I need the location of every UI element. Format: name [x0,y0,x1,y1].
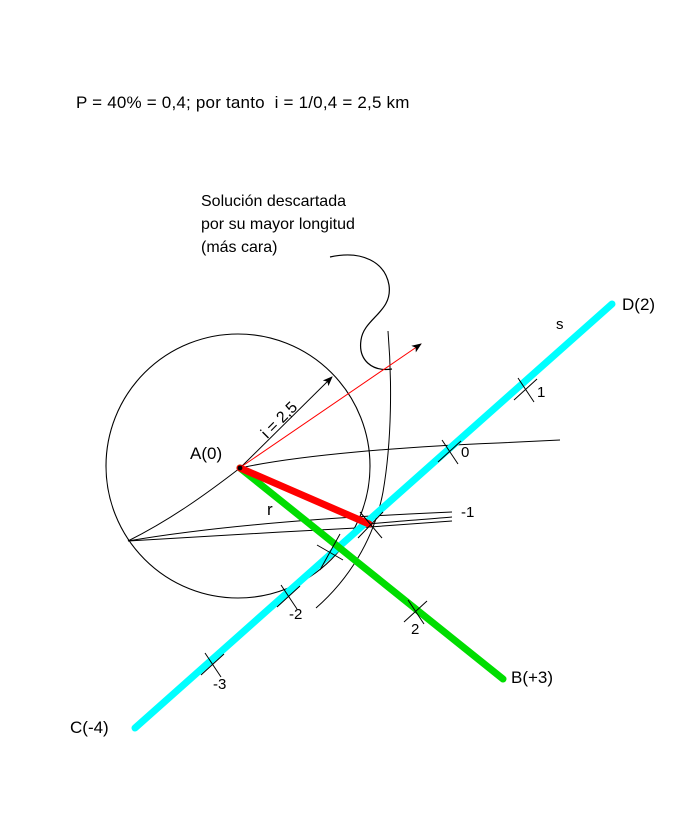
contour-line-0 [239,439,561,469]
tick-label-two: 2 [411,621,420,638]
tick-label-minus1: -1 [461,504,475,521]
interval-arrow [239,376,333,469]
tick-intersectionb [359,511,383,539]
annotation-leader [329,254,393,371]
tick-label-one: 1 [537,384,546,401]
line-b [236,464,507,683]
tick-label-zero: 0 [461,444,470,461]
contour-vertical-arc [315,330,392,609]
point-a-label: A(0) [190,444,223,463]
point-c-label: C(-4) [70,718,109,737]
annotation-line-3: (más cara) [201,239,278,256]
annotation-pointer [240,343,422,468]
annotation-line-1: Solución descartada [201,193,346,210]
point-b-label: B(+3) [511,668,554,687]
point-d-label: D(2) [622,295,656,314]
tick-minus3b [204,652,222,678]
tick-green-upperb [316,544,344,561]
line-s [131,300,616,732]
tick-minus2b [280,584,298,610]
line-s-label: s [556,316,564,333]
point-a-marker [237,465,243,471]
tick-zerob [441,439,459,465]
contour-ridge-upper [127,467,241,542]
tick-twob [407,599,425,625]
solution-segment [236,464,373,528]
annotation-line-2: por su mayor longitud [201,216,355,233]
tick-label-minus2: -2 [289,606,303,623]
contour-line-minus1b [368,516,453,525]
radius-circle [105,333,371,599]
tick-oneb [517,377,535,403]
line-r-label: r [267,500,273,519]
formula-text: P = 40% = 0,4; por tanto i = 1/0,4 = 2,5… [76,93,410,112]
contour-ridge-lower [127,520,453,542]
tick-label-minus3: -3 [213,676,227,693]
contour-line-minus1 [127,511,453,542]
